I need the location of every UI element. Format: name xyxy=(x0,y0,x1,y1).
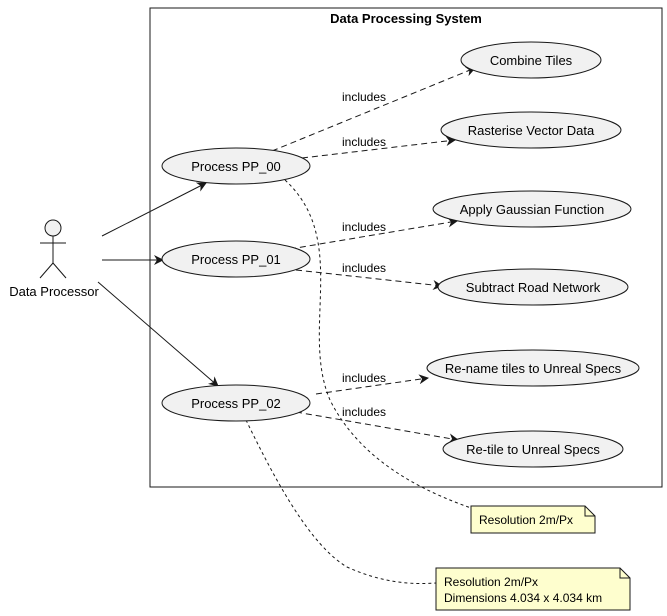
usecase-apply-gaussian-function[interactable]: Apply Gaussian Function xyxy=(432,190,632,228)
note-2: Resolution 2m/Px Dimensions 4.034 x 4.03… xyxy=(435,567,631,611)
usecase-combine-tiles[interactable]: Combine Tiles xyxy=(460,41,602,79)
actor[interactable]: Data Processor xyxy=(9,219,99,299)
usecase-label: Apply Gaussian Function xyxy=(460,202,605,217)
usecase-process-pp-00[interactable]: Process PP_00 xyxy=(161,147,311,185)
system-title: Data Processing System xyxy=(330,11,482,26)
note-1-line-1: Resolution 2m/Px xyxy=(479,513,573,527)
usecase-label: Process PP_02 xyxy=(191,396,281,411)
edge-label-combine: includes xyxy=(342,90,386,104)
usecase-retile[interactable]: Re-tile to Unreal Specs xyxy=(442,430,624,468)
note-1: Resolution 2m/Px xyxy=(470,505,596,534)
note-connector-2 xyxy=(245,419,437,585)
stick-figure-icon xyxy=(39,219,67,279)
note-2-line-2: Dimensions 4.034 x 4.034 km xyxy=(444,591,602,605)
usecase-rename-tiles[interactable]: Re-name tiles to Unreal Specs xyxy=(426,349,640,387)
include-edge-combine xyxy=(271,66,476,152)
usecase-label: Re-tile to Unreal Specs xyxy=(466,442,600,457)
use-cases: Process PP_00 Process PP_01 Process PP_0… xyxy=(161,41,640,468)
usecase-subtract-road-network[interactable]: Subtract Road Network xyxy=(437,268,629,306)
edge-label-retile: includes xyxy=(342,405,386,419)
include-edge-rasterise xyxy=(301,136,456,159)
usecase-label: Process PP_00 xyxy=(191,159,281,174)
usecase-rasterise-vector-data[interactable]: Rasterise Vector Data xyxy=(440,111,622,149)
usecase-label: Re-name tiles to Unreal Specs xyxy=(445,361,622,376)
usecase-label: Process PP_01 xyxy=(191,252,281,267)
actor-label: Data Processor xyxy=(9,284,99,299)
edge-label-rasterise: includes xyxy=(342,135,386,149)
include-edge-gaussian xyxy=(289,217,458,250)
edge-label-rename: includes xyxy=(342,371,386,385)
usecase-process-pp-02[interactable]: Process PP_02 xyxy=(161,384,311,422)
usecase-label: Combine Tiles xyxy=(490,53,573,68)
include-edge-rename xyxy=(315,374,429,395)
edge-label-subtract: includes xyxy=(342,261,386,275)
usecase-process-pp-01[interactable]: Process PP_01 xyxy=(161,240,311,278)
include-edge-retile xyxy=(295,411,459,444)
association-pp00 xyxy=(101,182,207,237)
usecase-label: Rasterise Vector Data xyxy=(468,123,595,138)
association-pp02 xyxy=(97,281,219,387)
note-2-line-1: Resolution 2m/Px xyxy=(444,575,538,589)
system-boundary: Data Processing System xyxy=(149,7,663,488)
note-connectors xyxy=(245,179,472,585)
note-connector-1 xyxy=(284,179,472,509)
usecase-label: Subtract Road Network xyxy=(466,280,601,295)
actor-associations xyxy=(97,182,219,387)
edge-label-gaussian: includes xyxy=(342,220,386,234)
edge-labels: includes includes includes includes incl… xyxy=(342,90,386,419)
